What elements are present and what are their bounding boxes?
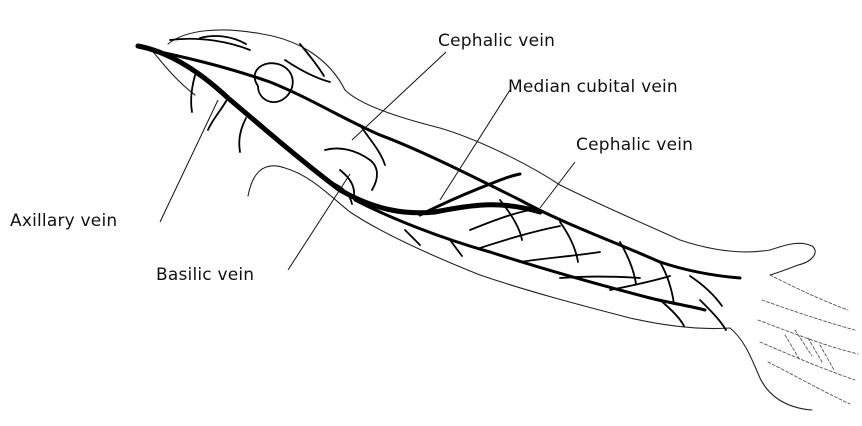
arm-lower-contour: [248, 166, 730, 329]
arm-outline: [150, 30, 858, 410]
hand-palm: [730, 328, 812, 410]
arm-upper-contour: [168, 30, 815, 275]
leader-cephalic-upper: [352, 52, 446, 140]
label-axillary-vein: Axillary vein: [10, 211, 117, 231]
tributary-1: [191, 72, 196, 112]
labels: Cephalic vein Median cubital vein Cephal…: [10, 31, 693, 285]
median-cubital-vein: [420, 174, 520, 215]
label-basilic-vein: Basilic vein: [156, 265, 254, 285]
label-cephalic-vein-lower: Cephalic vein: [576, 135, 693, 155]
label-cephalic-vein-upper: Cephalic vein: [438, 31, 555, 51]
leader-cephalic-lower: [540, 162, 575, 208]
hand-fingers: [758, 275, 858, 404]
leader-median-cubital: [440, 90, 510, 200]
tributary-4: [170, 36, 250, 50]
leader-axillary: [160, 100, 218, 222]
label-median-cubital-vein: Median cubital vein: [508, 77, 678, 97]
leader-basilic: [288, 174, 350, 270]
tributary-3: [239, 118, 246, 152]
basilic-vein-forearm: [355, 200, 705, 310]
